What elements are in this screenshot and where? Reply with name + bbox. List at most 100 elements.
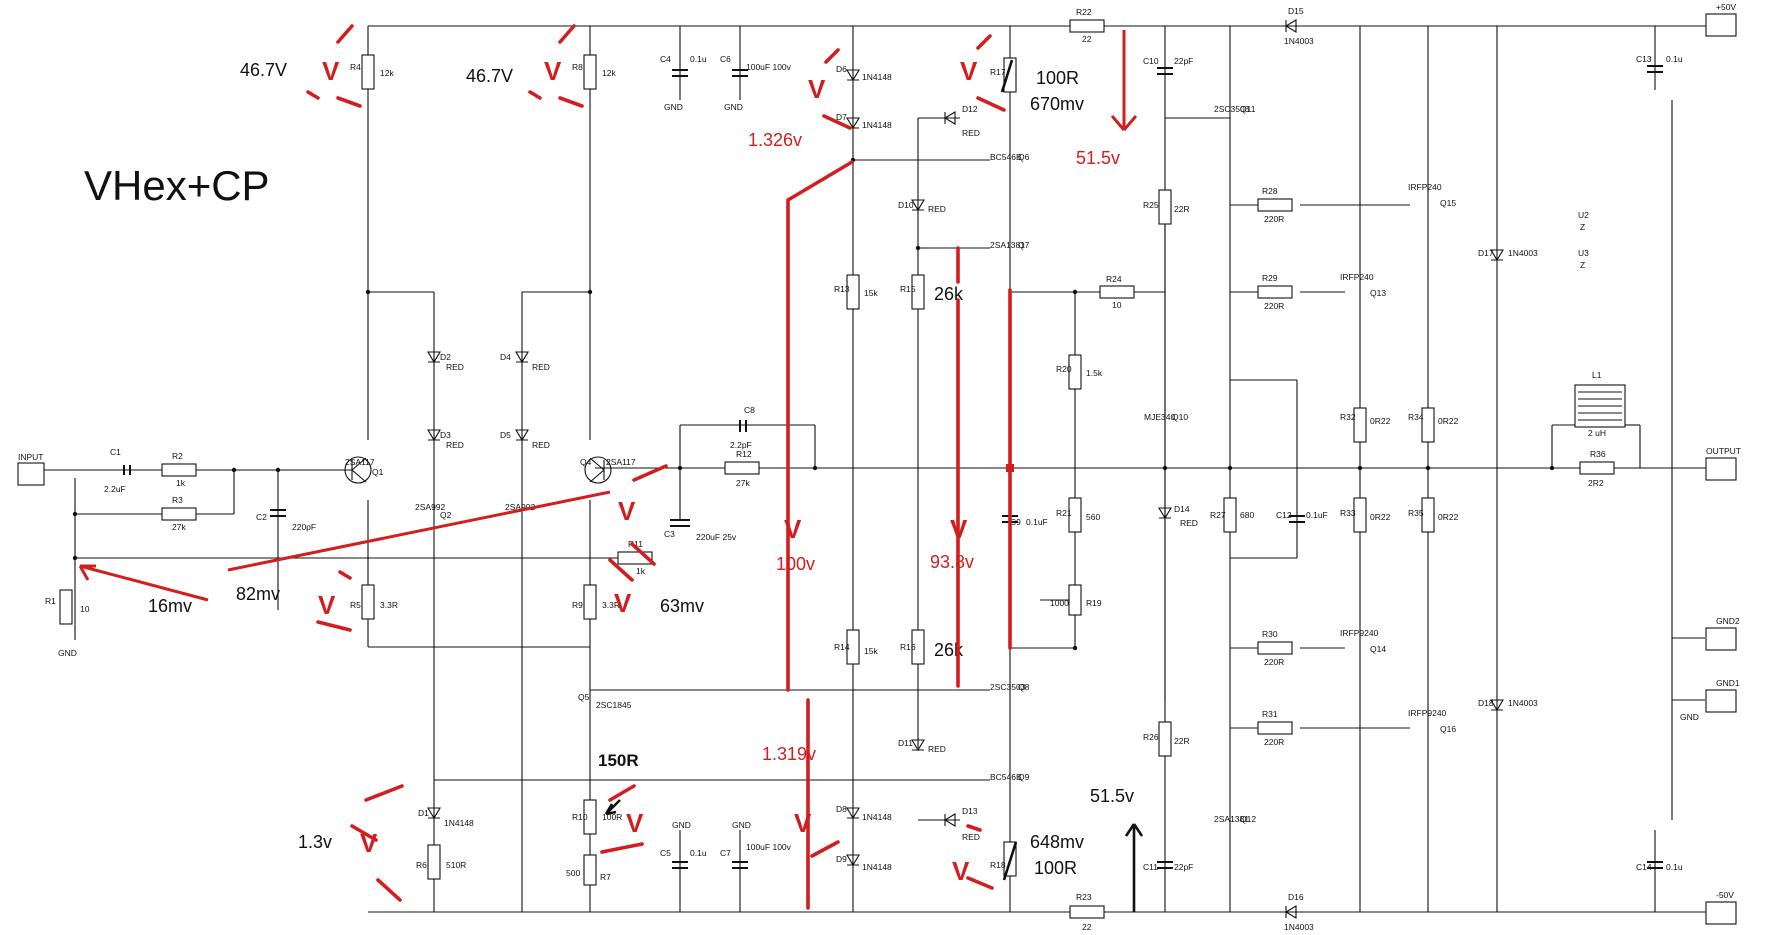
- gnd2-label: GND2: [1716, 616, 1740, 626]
- r15-voltage: 93.8v: [930, 552, 974, 572]
- gnd-label-5: GND: [58, 648, 77, 658]
- c6-ref: C6: [720, 54, 731, 64]
- r25-ref: R25: [1143, 200, 1159, 210]
- d10-ref: D10: [898, 200, 914, 210]
- d1-voltage: 1.3v: [298, 832, 332, 852]
- r17-resistance: 100R: [1036, 68, 1079, 88]
- q7-ref: Q7: [1018, 240, 1030, 250]
- r28-value: 220R: [1264, 214, 1284, 224]
- r5-value: 3.3R: [380, 600, 398, 610]
- d17-part: 1N4003: [1508, 248, 1538, 258]
- r16-ref: R16: [900, 642, 916, 652]
- r17-ref: R17: [990, 67, 1006, 77]
- q2-part: 2SA992: [415, 502, 446, 512]
- r21-value: 560: [1086, 512, 1100, 522]
- r21-ref: R21: [1056, 508, 1072, 518]
- r22-value: 22: [1082, 34, 1092, 44]
- d13-part: RED: [962, 832, 980, 842]
- r13-ref: R13: [834, 284, 850, 294]
- d9-ref: D9: [836, 854, 847, 864]
- transistor-bodies: [344, 456, 612, 484]
- annotation-arrows-black: [604, 59, 1144, 912]
- d3-ref: D3: [440, 430, 451, 440]
- r35-value: 0R22: [1438, 512, 1459, 522]
- c13-ref: C13: [1636, 54, 1652, 64]
- r23-value: 22: [1082, 922, 1092, 932]
- r23-voltage: 51.5v: [1090, 786, 1134, 806]
- annotations-black: VHex+CP 46.7V 46.7V 100R 670mv 26k 26k 1…: [84, 60, 1134, 878]
- r2-value: 1k: [176, 478, 186, 488]
- r18-millivolts: 648mv: [1030, 832, 1084, 852]
- c4-ref: C4: [660, 54, 671, 64]
- d4-part: RED: [532, 362, 550, 372]
- u3-ref: U3: [1578, 248, 1589, 258]
- c7-ref: C7: [720, 848, 731, 858]
- gnd-label-1: GND: [664, 102, 683, 112]
- c11-ref: C11: [1143, 862, 1158, 872]
- annotation-strokes: [78, 24, 1138, 910]
- c5-value: 0.1u: [690, 848, 707, 858]
- component-labels: INPUT +50V OUTPUT GND2 GND1 -50V C1 2.2u…: [18, 2, 1741, 932]
- c13-value: 0.1u: [1666, 54, 1683, 64]
- d11-ref: D11: [898, 738, 913, 748]
- r35-ref: R35: [1408, 508, 1424, 518]
- q4-ref: Q4: [580, 457, 592, 467]
- r20-value: 1.5k: [1086, 368, 1103, 378]
- r22-ref: R22: [1076, 7, 1092, 17]
- r29-value: 220R: [1264, 301, 1284, 311]
- r31-value: 220R: [1264, 737, 1284, 747]
- c14-ref: C14: [1636, 862, 1652, 872]
- l1-value: 2 uH: [1588, 428, 1606, 438]
- d18-ref: D18: [1478, 698, 1494, 708]
- d16-ref: D16: [1288, 892, 1304, 902]
- r9-millivolts: 63mv: [660, 596, 704, 616]
- q16-ref: Q16: [1440, 724, 1456, 734]
- q14-ref: Q14: [1370, 644, 1386, 654]
- r10-value: 100R: [602, 812, 622, 822]
- c4-value: 0.1u: [690, 54, 707, 64]
- c11-value: 22pF: [1174, 862, 1193, 872]
- r33-value: 0R22: [1370, 512, 1391, 522]
- r4-voltage: 46.7V: [240, 60, 287, 80]
- r34-ref: R34: [1408, 412, 1424, 422]
- l1-ref: L1: [1592, 370, 1602, 380]
- r26-value: 22R: [1174, 736, 1190, 746]
- r10-ref: R10: [572, 812, 588, 822]
- c2-value: 220pF: [292, 522, 316, 532]
- u2-z: Z: [1580, 222, 1585, 232]
- d15-ref: D15: [1288, 6, 1304, 16]
- d1-ref: D1: [418, 808, 429, 818]
- junction-dots: [72, 157, 1555, 651]
- r1-value: 10: [80, 604, 90, 614]
- q8-ref: Q8: [1018, 682, 1030, 692]
- r4-ref: R4: [350, 62, 361, 72]
- meter-mark: V: [322, 56, 340, 86]
- meter-mark: V: [618, 496, 636, 526]
- r31-ref: R31: [1262, 709, 1278, 719]
- d8-ref: D8: [836, 804, 847, 814]
- d2-part: RED: [446, 362, 464, 372]
- u2-ref: U2: [1578, 210, 1589, 220]
- r5-millivolts: 82mv: [236, 584, 280, 604]
- output-label: OUTPUT: [1706, 446, 1741, 456]
- r27-ref: R27: [1210, 510, 1226, 520]
- meter-mark: V: [614, 588, 632, 618]
- meter-mark: V: [626, 808, 644, 838]
- r15-ref: R15: [900, 284, 916, 294]
- d7-part: 1N4148: [862, 120, 892, 130]
- meter-mark: V: [318, 590, 336, 620]
- d2-ref: D2: [440, 352, 451, 362]
- q1-part: 2SA117: [345, 457, 375, 467]
- r18-ref: R18: [990, 860, 1006, 870]
- q2-ref: Q2: [440, 510, 452, 520]
- d4-ref: D4: [500, 352, 511, 362]
- c8-value: 2.2pF: [730, 440, 752, 450]
- q15-ref: Q15: [1440, 198, 1456, 208]
- r26-ref: R26: [1143, 732, 1159, 742]
- r7-value: 500: [566, 868, 580, 878]
- r32-value: 0R22: [1370, 416, 1391, 426]
- r6-value: 510R: [446, 860, 466, 870]
- meter-mark: V: [952, 856, 970, 886]
- meter-mark: V: [960, 56, 978, 86]
